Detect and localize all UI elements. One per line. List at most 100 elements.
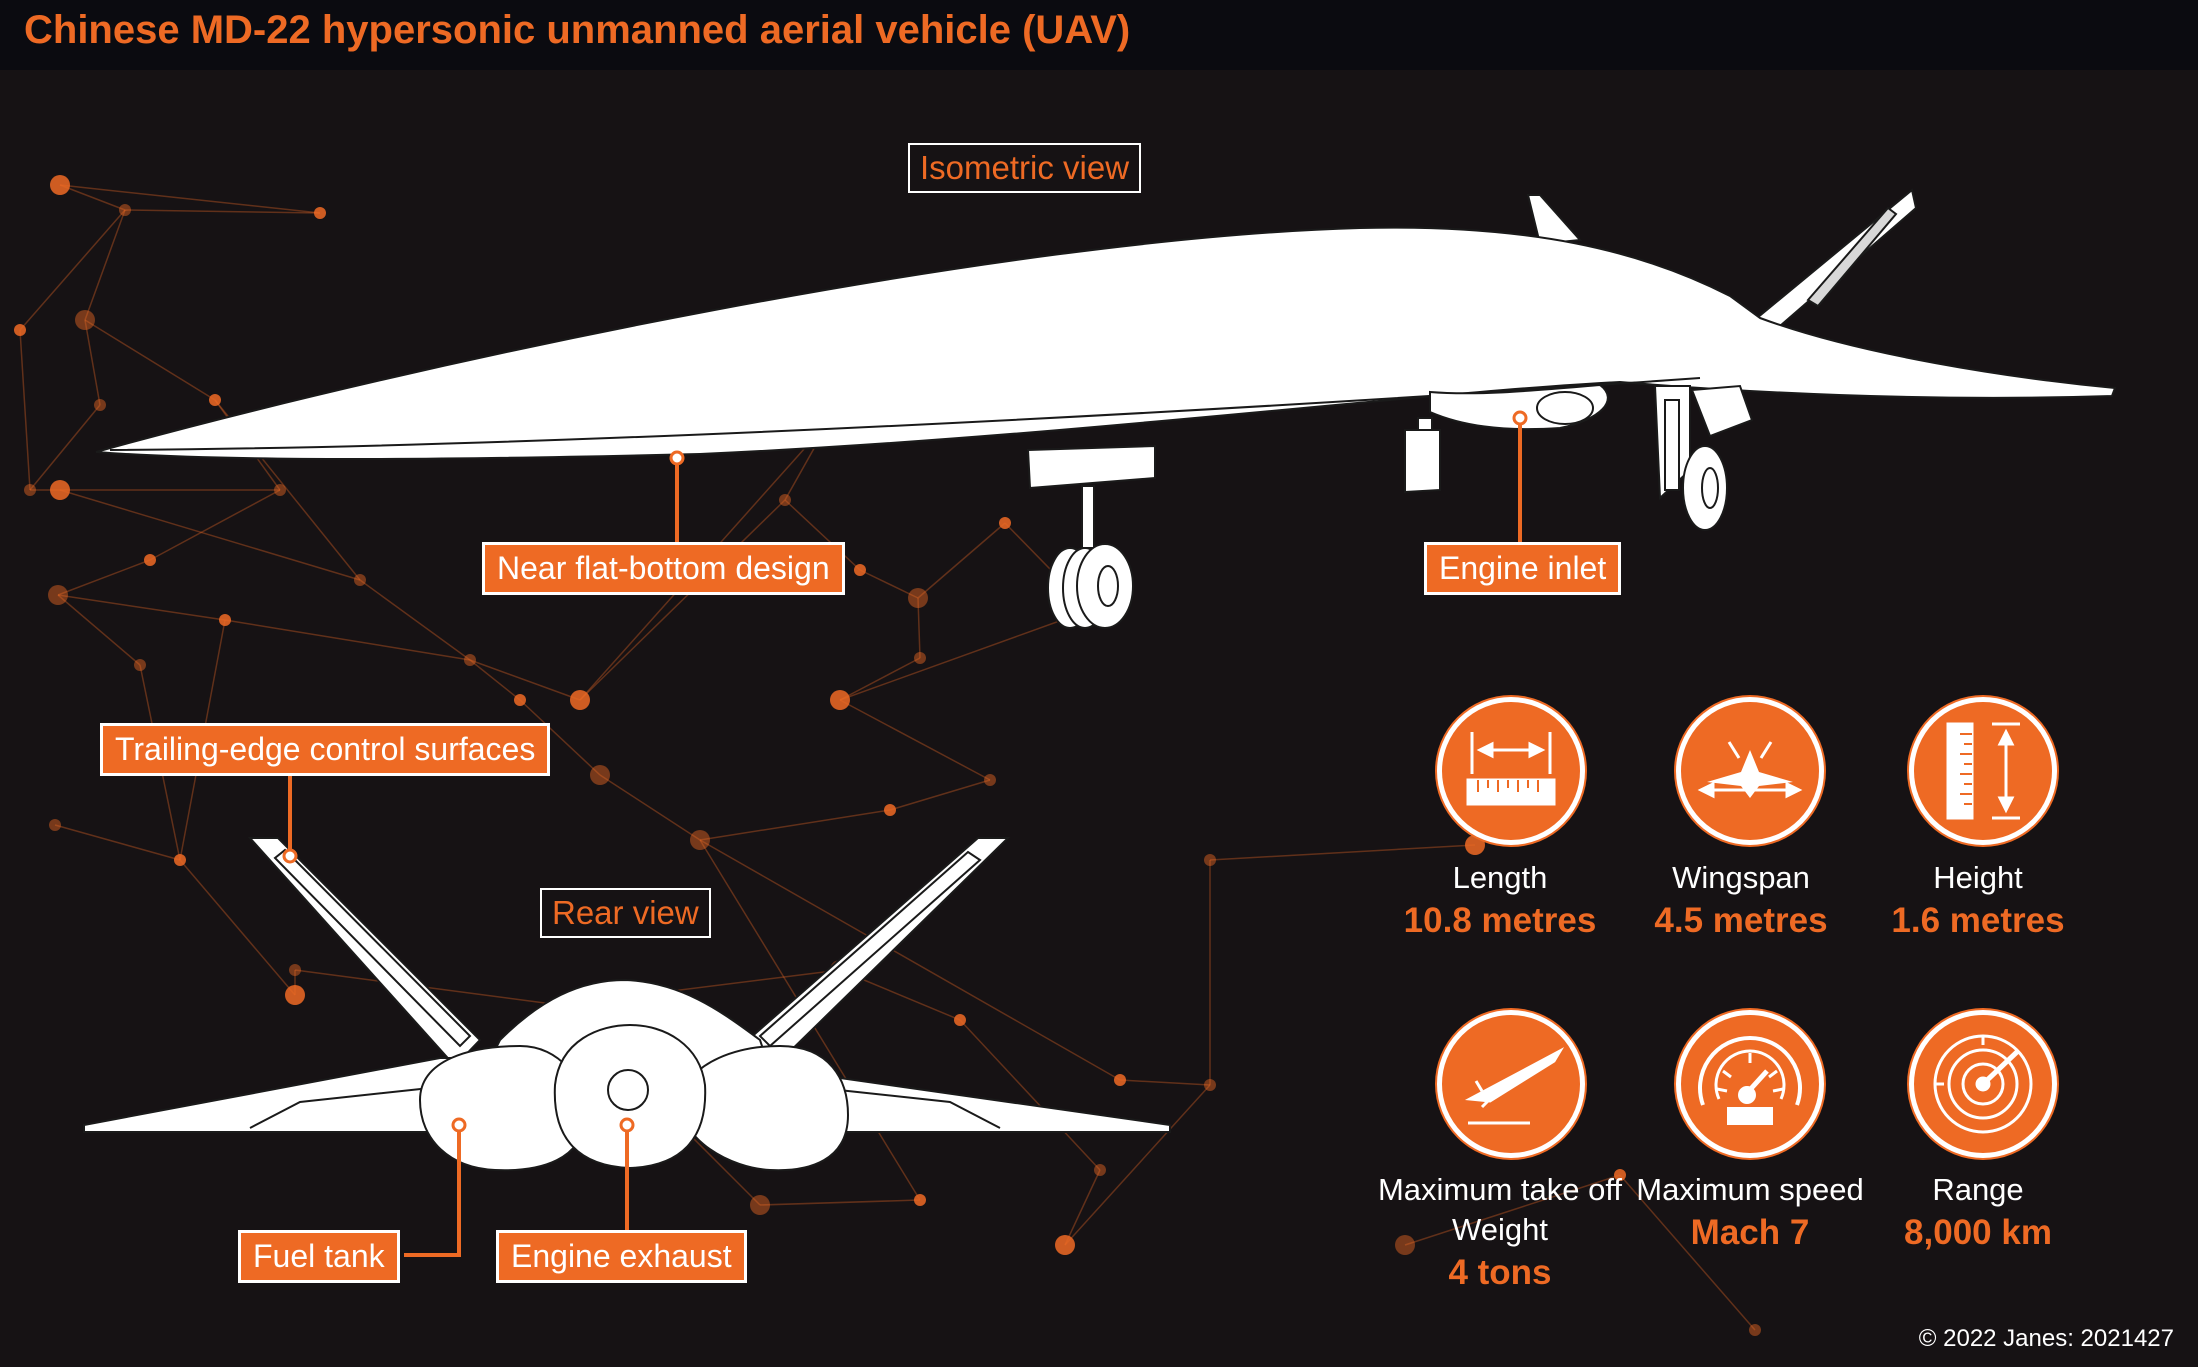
network-line (699, 809, 891, 841)
network-line (149, 489, 281, 561)
network-line (784, 499, 861, 571)
network-line (124, 209, 321, 214)
network-line (179, 859, 296, 996)
copyright-notice: © 2022 Janes: 2021427 (1918, 1325, 2174, 1352)
network-line (959, 1019, 1101, 1171)
spec-label: Length (1452, 860, 1548, 895)
network-line (359, 579, 471, 661)
network-node (1094, 1164, 1106, 1176)
network-node (1465, 835, 1485, 855)
network-node (590, 765, 610, 785)
network-line (59, 489, 361, 581)
spec-value: 4.5 metres (1654, 901, 1828, 940)
title-bar: Chinese MD-22 hypersonic unmanned aerial… (0, 0, 2198, 70)
spec-height: Height 1.6 metres (1853, 858, 2103, 944)
network-node (1614, 1169, 1626, 1181)
callout-fuel-tank: Fuel tank (238, 1230, 400, 1283)
rear-view-label: Rear view (540, 888, 711, 938)
network-line (1119, 1079, 1211, 1086)
network-node (750, 1195, 770, 1215)
spec-value: 1.6 metres (1891, 901, 2065, 940)
network-line (839, 657, 921, 701)
network-node (354, 574, 366, 586)
network-line (1064, 1084, 1211, 1246)
network-line (59, 184, 126, 211)
network-node (884, 804, 896, 816)
page-title: Chinese MD-22 hypersonic unmanned aerial… (24, 8, 1131, 52)
spec-label: Maximum speed (1636, 1172, 1864, 1207)
isometric-aircraft (95, 188, 2117, 629)
network-node (984, 774, 996, 786)
network-node (314, 207, 326, 219)
network-node (1749, 1324, 1761, 1336)
rear-view-aircraft (83, 837, 1171, 1172)
network-line (889, 779, 991, 811)
network-node (914, 652, 926, 664)
network-line (469, 659, 581, 701)
network-node (209, 394, 221, 406)
network-node (50, 480, 70, 500)
network-node (570, 690, 590, 710)
network-node (908, 588, 928, 608)
isometric-view-label: Isometric view (908, 143, 1142, 193)
network-node (954, 1014, 966, 1026)
network-node (830, 690, 850, 710)
ruler-height-icon (1909, 697, 2057, 845)
spec-wingspan: Wingspan 4.5 metres (1616, 858, 1866, 944)
network-node (464, 654, 476, 666)
ruler-length-icon (1437, 697, 1585, 845)
network-line (839, 609, 1091, 701)
network-node (1055, 1235, 1075, 1255)
network-line (839, 699, 991, 781)
spec-value: 4 tons (1448, 1253, 1552, 1292)
callout-trailing-edge: Trailing-edge control surfaces (100, 723, 551, 776)
network-node (854, 564, 866, 576)
network-line (1064, 1169, 1101, 1246)
leader-lines (288, 418, 1522, 1257)
network-node (690, 830, 710, 850)
network-node (1204, 854, 1216, 866)
network-node (48, 585, 68, 605)
spec-max-speed: Maximum speed Mach 7 (1625, 1170, 1875, 1256)
spec-label: Maximum take off Weight (1377, 1172, 1623, 1247)
network-node (24, 484, 36, 496)
network-line (224, 619, 471, 661)
network-line (57, 594, 141, 666)
spec-value: 10.8 metres (1403, 901, 1597, 940)
network-line (859, 569, 919, 599)
network-node (914, 1194, 926, 1206)
wingspan-icon (1676, 697, 1824, 845)
leader-dots (282, 410, 1528, 1133)
callout-engine-exhaust: Engine exhaust (496, 1230, 747, 1283)
spec-label: Wingspan (1672, 860, 1810, 895)
network-node (119, 204, 131, 216)
network-node (144, 554, 156, 566)
network-node (94, 399, 106, 411)
network-line (19, 209, 126, 331)
network-node (50, 175, 70, 195)
network-node (1395, 1235, 1415, 1255)
network-line (1404, 1174, 1621, 1246)
spec-value: 8,000 km (1904, 1213, 2052, 1252)
network-node (1204, 1079, 1216, 1091)
network-node (779, 494, 791, 506)
takeoff-icon (1437, 1010, 1585, 1158)
spec-label: Range (1932, 1172, 2024, 1207)
network-line (519, 699, 601, 776)
network-node (219, 614, 231, 626)
network-line (19, 329, 31, 491)
network-line (57, 594, 226, 621)
network-node (999, 517, 1011, 529)
network-node (274, 484, 286, 496)
network-node (289, 964, 301, 976)
spec-takeoff-weight: Maximum take off Weight 4 tons (1375, 1170, 1625, 1296)
callout-flat-bottom: Near flat-bottom design (482, 542, 845, 595)
network-line (759, 1199, 921, 1206)
network-line (57, 559, 151, 596)
spec-length: Length 10.8 metres (1375, 858, 1625, 944)
network-line (917, 522, 1006, 599)
network-node (75, 310, 95, 330)
network-line (29, 404, 101, 491)
